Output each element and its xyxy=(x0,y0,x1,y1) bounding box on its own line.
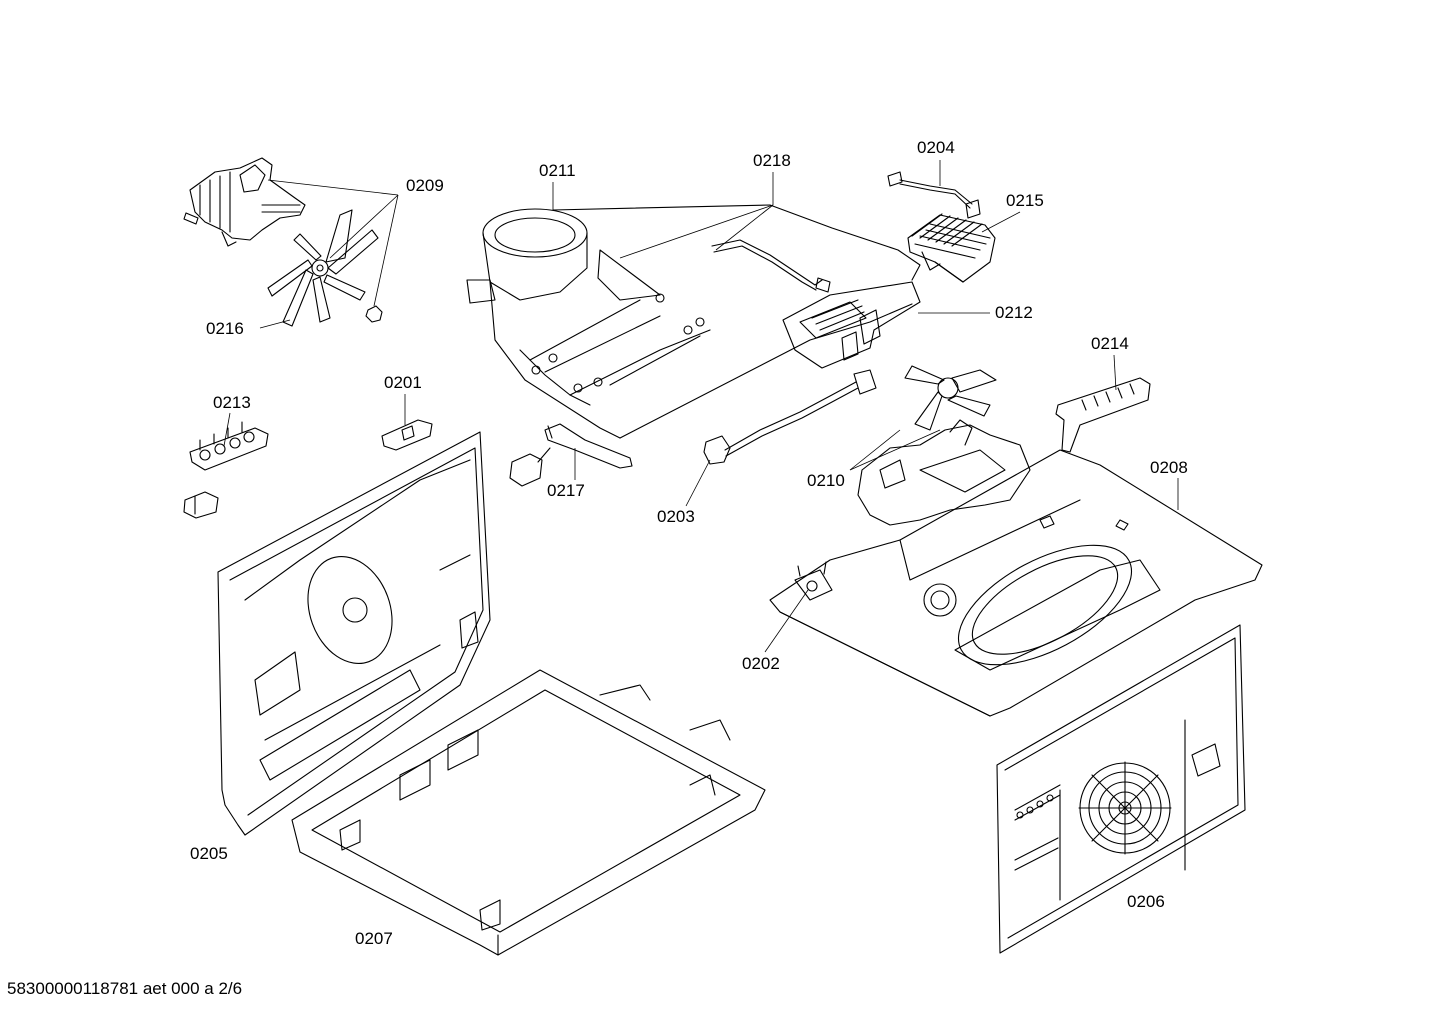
callout-0212: 0212 xyxy=(995,303,1033,322)
switch-0201-drawing xyxy=(381,419,433,451)
callout-0218: 0218 xyxy=(753,151,791,170)
callout-0205: 0205 xyxy=(190,844,228,863)
callout-0208: 0208 xyxy=(1150,458,1188,477)
callout-labels: 0201 0202 0203 0204 0205 0206 0207 0208 … xyxy=(190,138,1188,948)
small-clip-drawing xyxy=(183,491,219,519)
fan-motor-drawing xyxy=(183,157,306,247)
callout-0213: 0213 xyxy=(213,393,251,412)
bottom-tray-drawing xyxy=(291,669,766,956)
base-plate-drawing xyxy=(769,449,1263,717)
callout-0210: 0210 xyxy=(807,471,845,490)
drawing-reference-footer: 58300000118781 aet 000 a 2/6 xyxy=(7,979,243,998)
callout-0215: 0215 xyxy=(1006,191,1044,210)
back-plate-drawing xyxy=(996,624,1246,954)
mounting-bracket-drawing xyxy=(1055,377,1151,453)
temperature-sensor-drawing xyxy=(509,423,633,487)
fan-nut-drawing xyxy=(365,305,383,323)
air-duct-plate-drawing xyxy=(466,204,921,439)
leader-lines xyxy=(223,160,1179,653)
callout-0214: 0214 xyxy=(1091,334,1129,353)
duct-wire-harness-drawing xyxy=(711,239,831,293)
cable-0203-drawing xyxy=(703,369,877,465)
callout-0204: 0204 xyxy=(917,138,955,157)
heat-sink-drawing xyxy=(907,213,996,283)
callout-0217: 0217 xyxy=(547,481,585,500)
terminal-strip-drawing xyxy=(189,421,269,471)
callout-0211: 0211 xyxy=(539,161,576,180)
rear-panel-drawing xyxy=(217,431,491,836)
callout-0202: 0202 xyxy=(742,654,780,673)
callout-0216: 0216 xyxy=(206,319,244,338)
callout-0206: 0206 xyxy=(1127,892,1165,911)
thermostat-0202-drawing xyxy=(794,561,833,601)
control-module-drawing xyxy=(782,281,921,369)
callout-0209: 0209 xyxy=(406,176,444,195)
callout-0201: 0201 xyxy=(384,373,422,392)
fan-blade-drawing xyxy=(267,209,379,327)
callout-0207: 0207 xyxy=(355,929,393,948)
cooling-fan-drawing xyxy=(857,365,1031,526)
cable-0204-drawing xyxy=(887,171,981,219)
callout-0203: 0203 xyxy=(657,507,695,526)
